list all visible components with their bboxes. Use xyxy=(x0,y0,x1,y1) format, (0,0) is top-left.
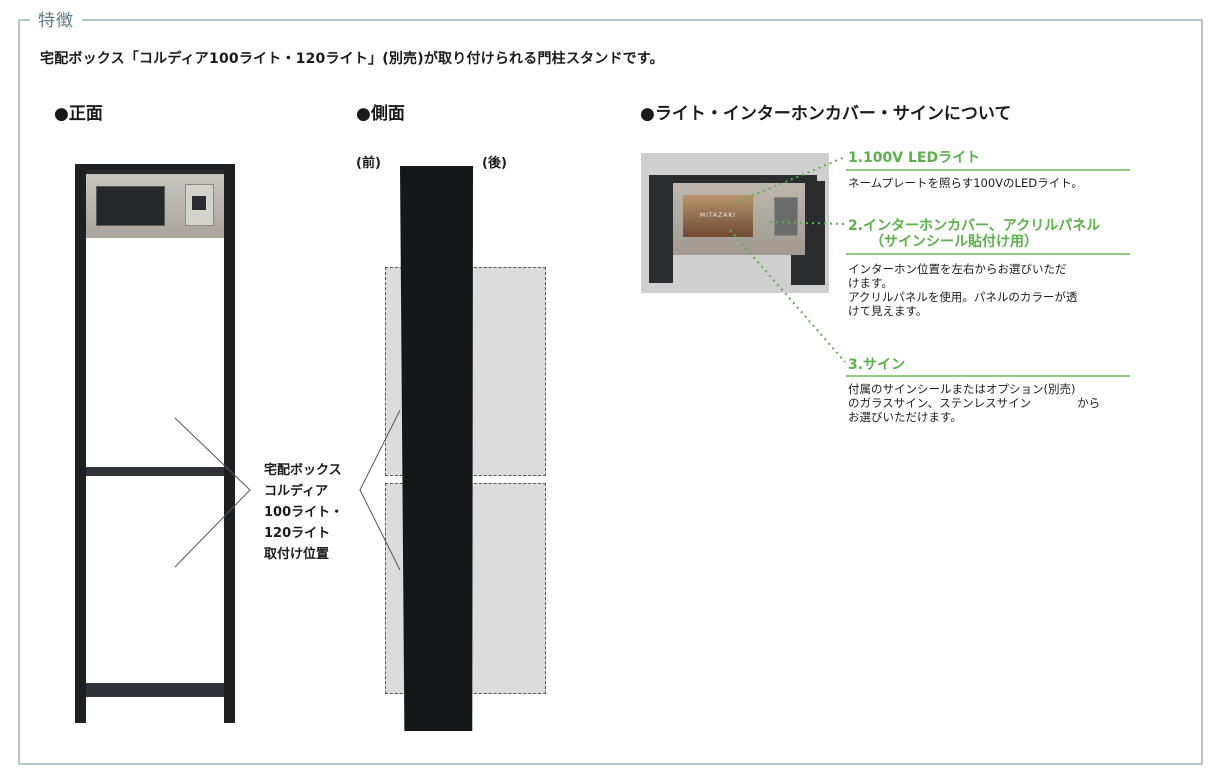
intercom-nameplate-panel xyxy=(86,170,224,238)
front-label: (前) xyxy=(356,156,381,171)
side-view-heading: ●側面 xyxy=(356,104,405,124)
bottom-crossbar xyxy=(86,683,224,697)
top-cap xyxy=(75,164,235,172)
features-heading: ●ライト・インターホンカバー・サインについて xyxy=(640,104,1012,124)
intercom-cover xyxy=(185,184,214,226)
feature-3-title: 3.サイン xyxy=(848,357,906,373)
mount-position-caption: 宅配ボックス コルディア 100ライト・ 120ライト 取付け位置 xyxy=(264,463,344,562)
back-label: (後) xyxy=(482,156,507,171)
intercom xyxy=(774,197,798,236)
features-frame xyxy=(18,19,1203,765)
right-post xyxy=(224,164,235,723)
product-photo: MITAZAKI xyxy=(641,153,829,293)
feature-2-subtitle: （サインシール貼付け用） xyxy=(870,234,1038,250)
nameplate: MITAZAKI xyxy=(683,195,753,237)
left-post xyxy=(75,164,86,723)
feature-3-description: 付属のサインシールまたはオプション(別売)のガラスサイン、ステンレスサイン から… xyxy=(848,382,1101,424)
side-post xyxy=(400,166,473,731)
feature-1-description: ネームプレートを照らす100VのLEDライト。 xyxy=(848,176,1083,190)
feature-2-title: 2.インターホンカバー、アクリルパネル xyxy=(848,218,1101,234)
nameplate-window xyxy=(96,186,165,226)
feature-1-title: 1.100V LEDライト xyxy=(848,150,981,166)
front-view-heading: ●正面 xyxy=(54,104,103,124)
feature-2-description: インターホン位置を左右からお選びいただけます。 アクリルパネルを使用。パネルのカ… xyxy=(848,262,1078,318)
lead-text: 宅配ボックス「コルディア100ライト・120ライト」(別売)が取り付けられる門柱… xyxy=(40,51,664,67)
frame-title: 特徴 xyxy=(30,6,82,31)
mid-crossbar xyxy=(86,467,224,476)
